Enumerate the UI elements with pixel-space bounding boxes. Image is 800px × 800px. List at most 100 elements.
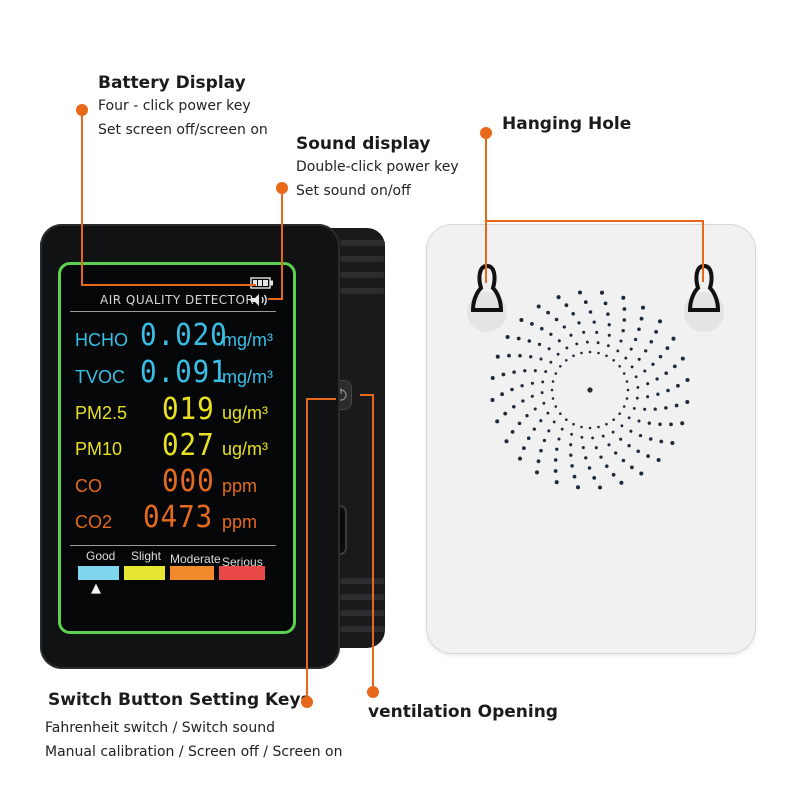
grille-hole [504, 439, 509, 444]
grille-hole [588, 310, 593, 314]
grille-hole [539, 357, 543, 361]
grille-hole [622, 307, 627, 311]
grille-hole [639, 316, 644, 321]
grille-hole [648, 437, 653, 441]
grille-hole [575, 342, 579, 346]
level-bar-good [78, 566, 119, 580]
callout-battery-line [81, 110, 83, 285]
grille-hole [658, 422, 662, 427]
grille-hole [519, 317, 524, 323]
grille-hole [559, 365, 562, 368]
level-indicator-icon: ▲ [91, 581, 101, 596]
grille-hole [595, 330, 599, 334]
grille-hole [533, 407, 537, 411]
grille-hole [565, 418, 568, 421]
callout-hanging-line [485, 220, 703, 222]
grille-hole [577, 321, 581, 325]
grille-hole [544, 370, 548, 374]
grille-hole [612, 359, 615, 362]
callout-switch-line-2: Manual calibration / Screen off / Screen… [45, 744, 343, 760]
grille-hole [676, 383, 680, 388]
callout-hanging-line [702, 220, 704, 282]
callout-switch-dot [301, 696, 313, 708]
grille-hole [599, 290, 605, 295]
grille-hole [685, 399, 690, 405]
grille-hole [569, 333, 573, 337]
callout-switch-title: Switch Button Setting Keys [48, 690, 311, 710]
reading-label-tvoc: TVOC [75, 367, 126, 387]
grille-hole [643, 407, 647, 411]
grille-hole [649, 340, 654, 344]
grille-hole [577, 290, 583, 295]
callout-ventilation-dot [367, 686, 379, 698]
grille-hole [539, 419, 543, 423]
callout-battery-line-1: Four - click power key [98, 98, 251, 114]
grille-hole [572, 474, 577, 479]
reading-label-co2: CO2 [75, 512, 113, 532]
grille-hole [547, 429, 551, 433]
grille-hole [490, 375, 495, 381]
battery-icon [250, 277, 273, 289]
header-divider [70, 311, 276, 312]
grille-hole [621, 295, 626, 300]
grille-hole [547, 347, 551, 351]
callout-battery-title: Battery Display [98, 73, 246, 93]
grille-hole [532, 427, 536, 431]
grille-hole [605, 464, 609, 468]
grille-hole [588, 426, 592, 430]
grille-hole [621, 458, 626, 463]
grille-hole [622, 372, 626, 375]
level-label-moderate: Moderate [170, 552, 221, 566]
grille-hole [659, 439, 664, 444]
grille-hole [527, 339, 532, 343]
grille-hole [639, 471, 644, 476]
grille-hole [674, 403, 679, 408]
grille-hole [636, 449, 640, 454]
grille-hole [517, 456, 523, 461]
grille-hole [551, 380, 555, 383]
grille-hole [533, 369, 537, 373]
grille-hole [637, 419, 641, 423]
grille-hole [539, 448, 543, 453]
callout-hanging-title: Hanging Hole [502, 114, 632, 134]
reading-value-hcho: 0.020 [140, 318, 228, 353]
grille-hole [554, 317, 559, 322]
grille-hole [570, 432, 574, 436]
ventilation-fin [340, 272, 385, 278]
callout-battery-line [81, 284, 256, 286]
grille-hole [503, 411, 508, 416]
grille-hole [572, 354, 575, 358]
grille-hole [591, 436, 595, 440]
callout-ventilation-line [372, 394, 374, 686]
grille-hole [627, 444, 631, 448]
level-bar-serious [219, 566, 265, 580]
grille-hole [685, 377, 690, 383]
grille-hole [507, 353, 511, 358]
grille-hole [565, 346, 569, 350]
grille-hole [646, 382, 650, 386]
grille-hole [495, 354, 500, 359]
grille-hole [571, 312, 575, 316]
reading-value-pm10: 027 [162, 428, 215, 463]
grille-hole [512, 370, 516, 374]
callout-battery-line-2: Set screen off/screen on [98, 122, 268, 138]
grille-hole [572, 422, 575, 426]
grille-hole [622, 318, 627, 322]
grille-hole [651, 362, 655, 366]
grille-hole [626, 388, 630, 392]
reading-unit-pm10: ug/m³ [222, 439, 269, 459]
grille-hole [592, 476, 597, 480]
callout-switch-line [306, 398, 308, 696]
grille-hole [522, 446, 526, 450]
grille-hole [570, 464, 574, 468]
grille-hole [640, 305, 646, 310]
grille-hole [620, 424, 624, 428]
grille-hole [624, 356, 628, 360]
grille-hole [612, 418, 615, 421]
reading-label-co: CO [75, 476, 102, 496]
ventilation-fin [340, 288, 385, 294]
grille-hole [520, 384, 524, 388]
grille-hole [512, 405, 516, 409]
grille-hole [553, 458, 558, 462]
callout-ventilation-title: ventilation Opening [368, 702, 558, 722]
